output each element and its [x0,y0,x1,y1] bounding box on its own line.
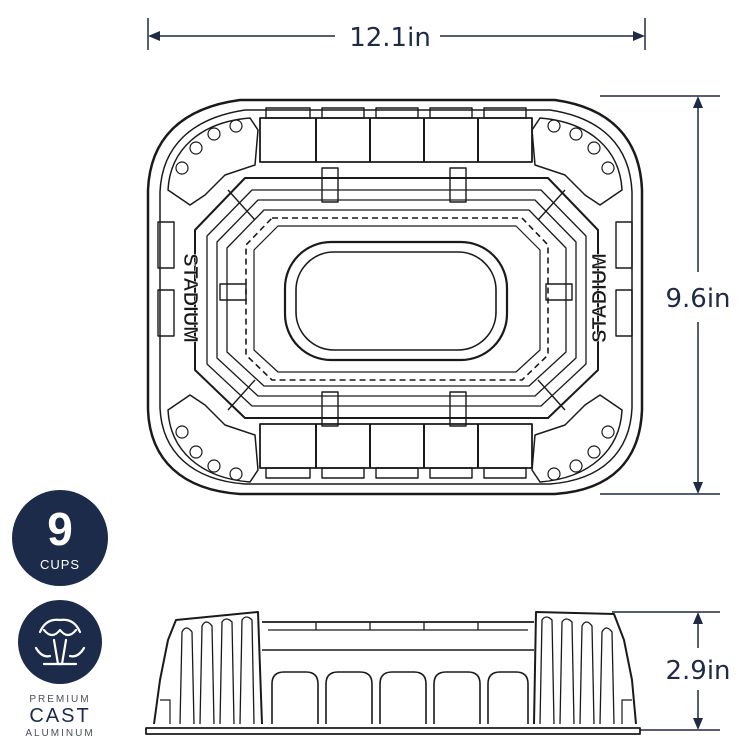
material-badge: PREMIUM CAST ALUMINUM [18,600,102,739]
capacity-unit: CUPS [40,557,80,572]
material-line3: ALUMINUM [25,728,94,739]
height-label: 2.9in [665,656,730,686]
pan-logo-icon [34,618,86,666]
capacity-badge: 9 CUPS [12,490,108,586]
width-label: 12.1in [349,23,431,53]
pan-top-view [146,98,644,496]
depth-label: 9.6in [665,284,730,314]
stadium-label-right: STADIUM [589,253,611,343]
material-line2: CAST [29,705,90,727]
material-line1: PREMIUM [29,694,90,705]
depth-dimension [600,95,720,495]
stadium-label-left: STADIUM [179,253,201,343]
capacity-number: 9 [47,503,73,555]
pan-side-view [145,611,641,735]
width-dimension [147,18,646,50]
height-dimension [612,611,720,731]
